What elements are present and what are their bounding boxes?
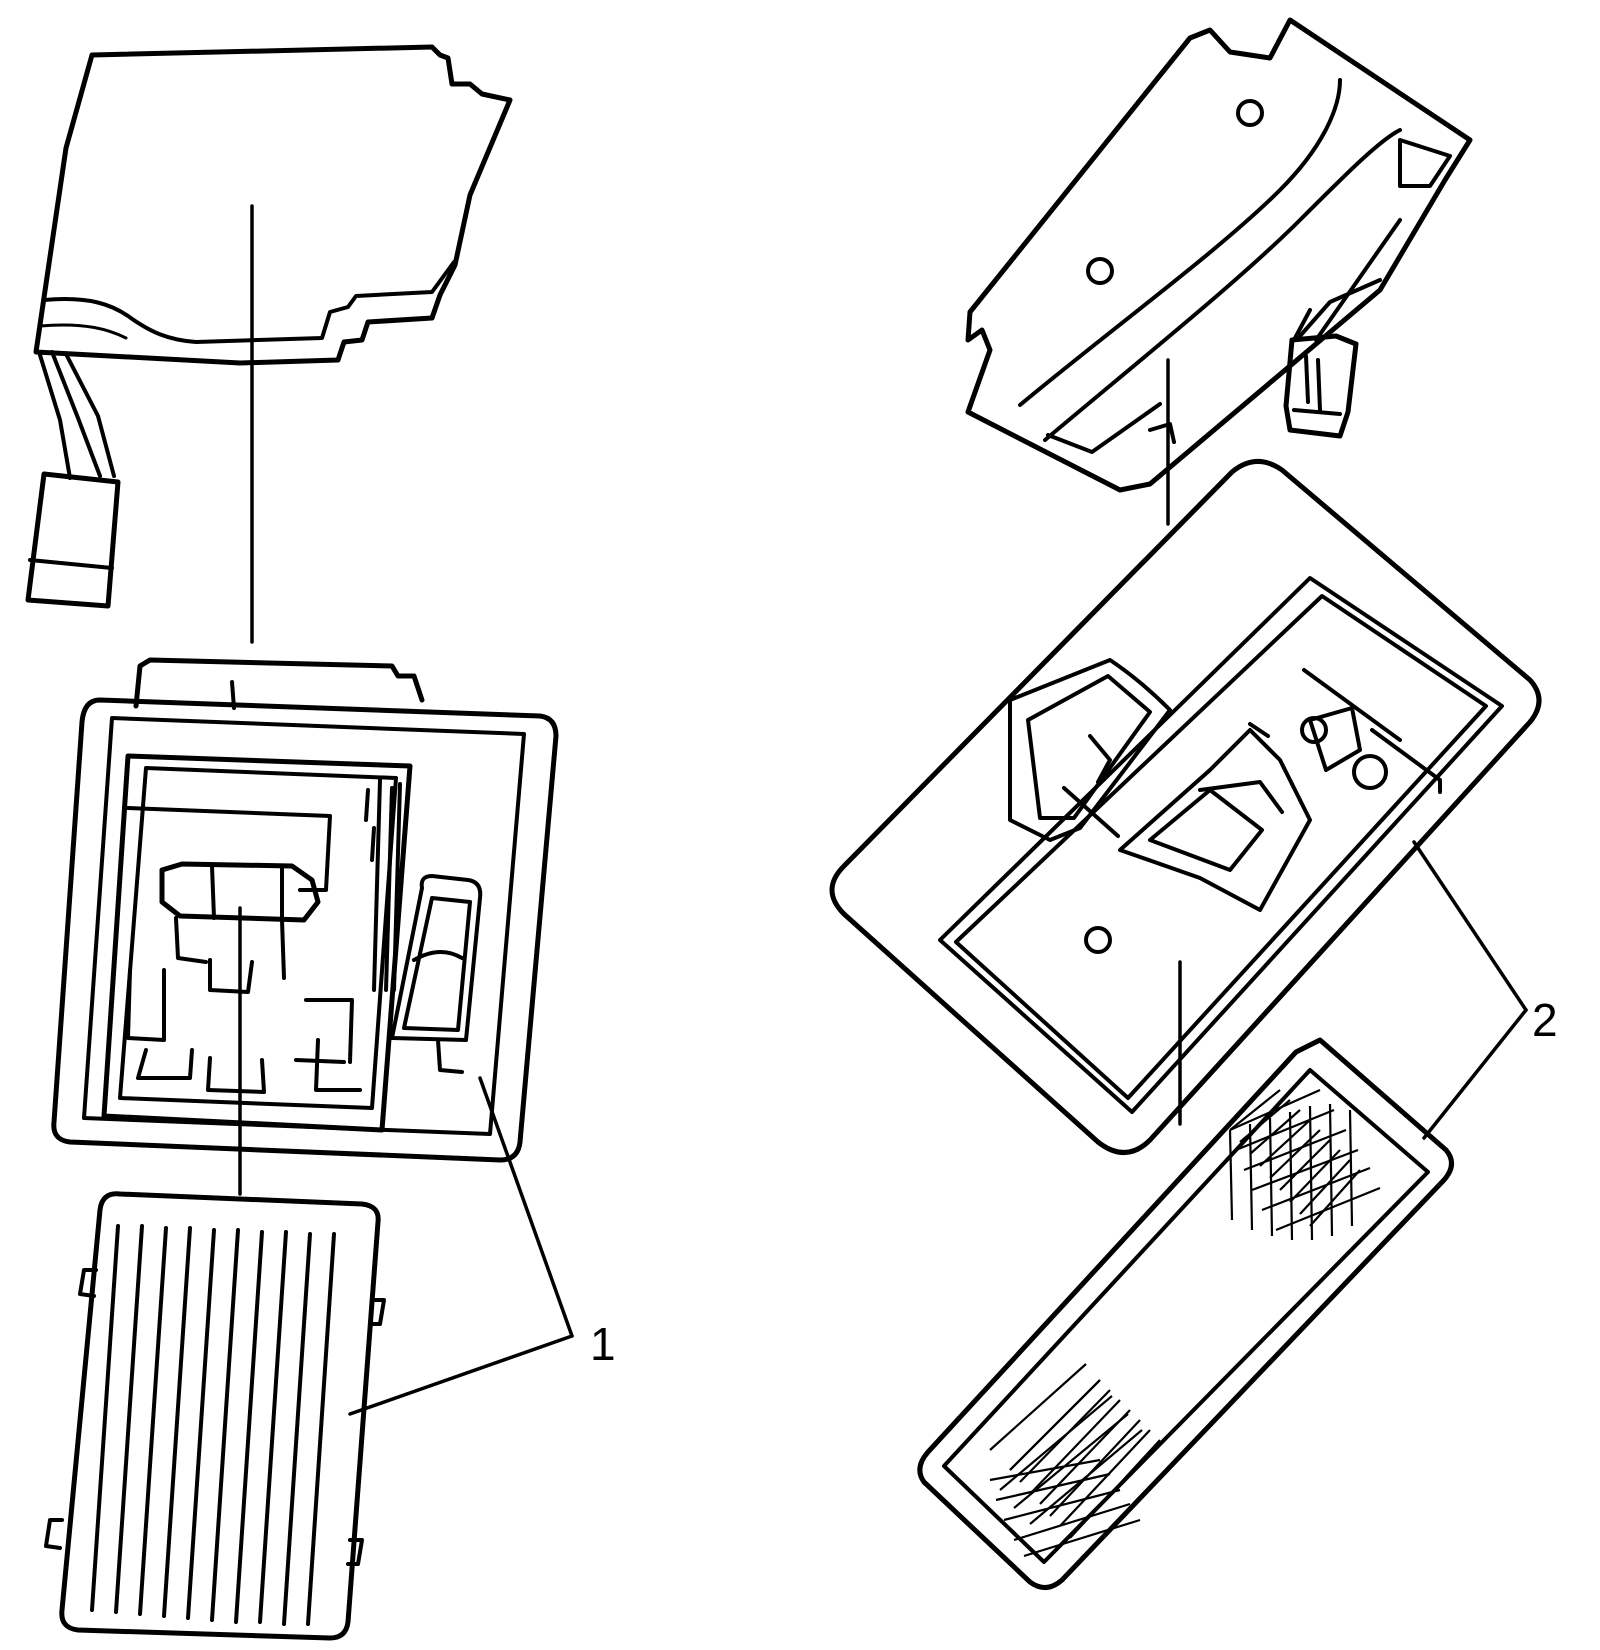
left-lamp-lens — [44, 1191, 386, 1641]
right-lamp-assembly: 2 — [829, 17, 1558, 1590]
callout-2-leader-to-housing — [1412, 840, 1528, 1012]
right-lamp-housing — [829, 459, 1542, 1155]
right-bracket-hole-lower — [1086, 257, 1114, 285]
left-lamp-assembly: 1 — [25, 44, 616, 1641]
right-housing-screw-boss — [1300, 716, 1328, 744]
right-bracket-hole-upper — [1236, 99, 1264, 127]
right-lamp-lens — [917, 1037, 1454, 1590]
right-housing-hole — [1084, 926, 1112, 954]
right-housing-pin — [1352, 754, 1388, 790]
right-wiring-connector — [1283, 218, 1402, 439]
callout-1-label: 1 — [590, 1318, 616, 1370]
left-wiring-connector — [25, 350, 121, 609]
right-upper-bracket — [965, 17, 1473, 493]
callout-2-leader-to-lens — [1422, 1008, 1528, 1140]
left-upper-housing — [33, 44, 513, 366]
left-lamp-housing — [51, 657, 559, 1163]
left-lens-ribs — [90, 1224, 336, 1626]
callout-2-label: 2 — [1532, 994, 1558, 1046]
callout-1-leader-to-lens — [348, 1334, 574, 1416]
right-lens-grid-lower — [989, 1363, 1161, 1558]
callout-1-leader-to-housing — [478, 1076, 574, 1338]
right-lens-grid-upper — [1228, 1088, 1381, 1241]
